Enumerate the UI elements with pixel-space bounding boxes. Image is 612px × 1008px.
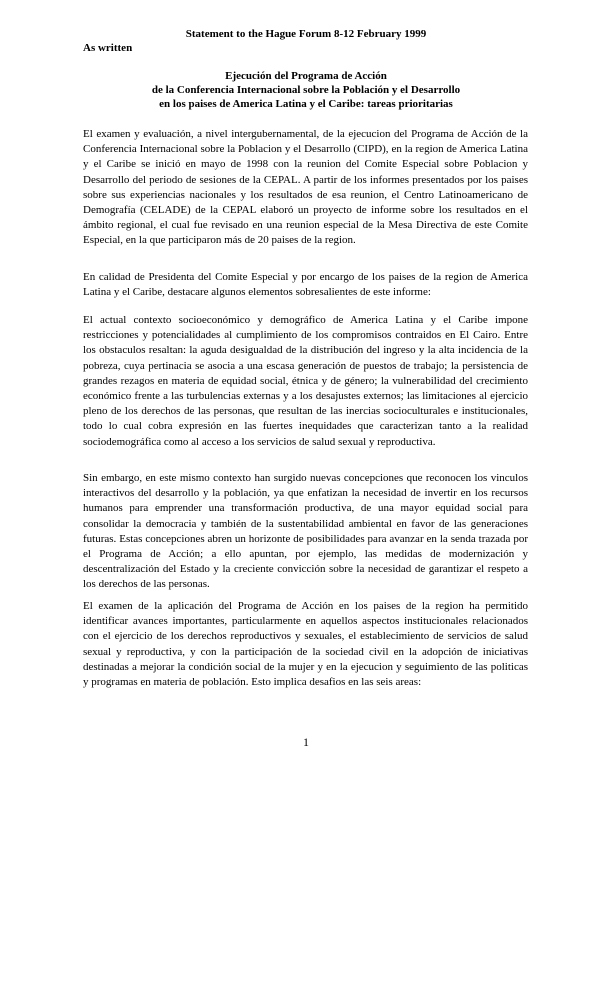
paragraph-advances: El examen de la aplicación del Programa … — [83, 600, 528, 689]
document-title: Ejecución del Programa de Acción de la C… — [60, 69, 552, 111]
as-written-label: As written — [83, 42, 133, 54]
statement-title: Statement to the Hague Forum 8-12 Februa… — [185, 28, 427, 40]
document-title-line-1: Ejecución del Programa de Acción — [225, 70, 387, 82]
paragraph-review-process: El examen y evaluación, a nivel intergub… — [83, 128, 528, 247]
document-title-line-2: de la Conferencia Internacional sobre la… — [151, 84, 461, 96]
paragraph-context: El actual contexto socioeconómico y demo… — [83, 314, 528, 448]
document-title-line-3: en los paises de America Latina y el Car… — [159, 98, 453, 110]
paragraph-presidency: En calidad de Presidenta del Comite Espe… — [83, 271, 528, 299]
paragraph-new-concepts: Sin embargo, en este mismo contexto han … — [83, 472, 528, 591]
page-number: 1 — [303, 735, 309, 749]
